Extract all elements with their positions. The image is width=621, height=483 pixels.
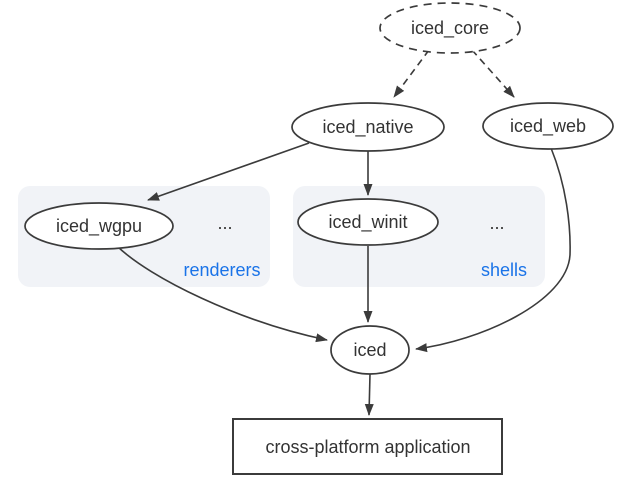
node-label-iced_wgpu: iced_wgpu xyxy=(56,216,142,237)
renderers-ellipsis: ... xyxy=(217,213,232,233)
node-iced_winit xyxy=(297,198,439,246)
shells-ellipsis: ... xyxy=(489,213,504,233)
node-cross-platform-application xyxy=(232,418,503,475)
node-label-iced_core: iced_core xyxy=(411,18,489,39)
edge-iced-to-application xyxy=(364,373,374,416)
edge-iced_web-to-iced xyxy=(415,147,571,353)
node-iced_wgpu xyxy=(24,202,174,250)
edge-iced_wgpu-to-iced xyxy=(116,245,328,343)
node-iced xyxy=(330,325,410,375)
edge-iced_core-to-iced_web xyxy=(471,49,515,98)
node-iced_web xyxy=(482,102,614,150)
node-label-cross-platform-application: cross-platform application xyxy=(265,437,470,457)
node-iced_native xyxy=(291,102,445,152)
node-label-iced_web: iced_web xyxy=(510,116,586,137)
edge-iced_native-to-iced_wgpu xyxy=(147,142,310,201)
renderers-group-label: renderers xyxy=(183,260,260,280)
shells-group-label: shells xyxy=(481,260,527,280)
node-label-iced_winit: iced_winit xyxy=(328,212,407,233)
node-label-iced_native: iced_native xyxy=(322,117,413,138)
edge-iced_core-to-iced_native xyxy=(393,49,430,98)
node-label-iced: iced xyxy=(353,340,386,360)
node-iced_core xyxy=(379,2,521,54)
